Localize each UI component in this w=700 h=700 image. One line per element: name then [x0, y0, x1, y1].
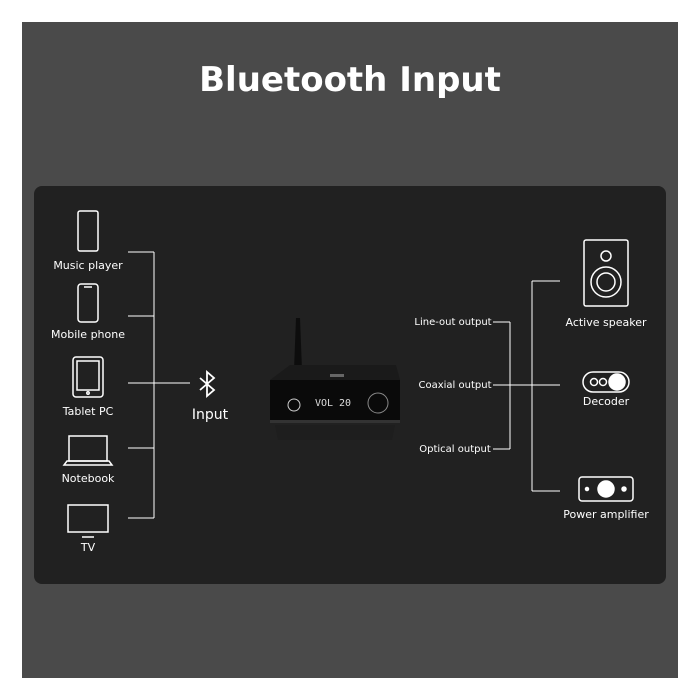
tablet-icon — [72, 356, 104, 398]
notebook-icon — [62, 435, 114, 466]
speaker-icon — [583, 239, 629, 307]
bluetooth-icon — [199, 370, 216, 398]
label-decoder: Decoder — [582, 395, 630, 408]
label-power-amplifier: Power amplifier — [563, 508, 649, 521]
label-coaxial: Coaxial output — [418, 380, 492, 391]
tv-icon — [67, 504, 109, 538]
label-active-speaker: Active speaker — [565, 316, 647, 329]
label-mobile-phone: Mobile phone — [50, 328, 126, 341]
label-tablet-pc: Tablet PC — [62, 405, 114, 418]
mobile-phone-icon — [77, 283, 99, 323]
label-line-out: Line-out output — [414, 317, 492, 328]
device-display: VOL 20 — [314, 398, 352, 409]
label-input: Input — [191, 407, 229, 423]
power-amplifier-icon — [578, 476, 634, 502]
bluetooth-receiver-device — [270, 318, 400, 440]
label-optical: Optical output — [419, 444, 491, 455]
label-notebook: Notebook — [61, 472, 115, 485]
decoder-icon — [582, 371, 630, 393]
page-title: Bluetooth Input — [199, 60, 501, 100]
label-music-player: Music player — [53, 259, 123, 272]
music-player-icon — [77, 210, 99, 252]
label-tv: TV — [80, 541, 96, 554]
